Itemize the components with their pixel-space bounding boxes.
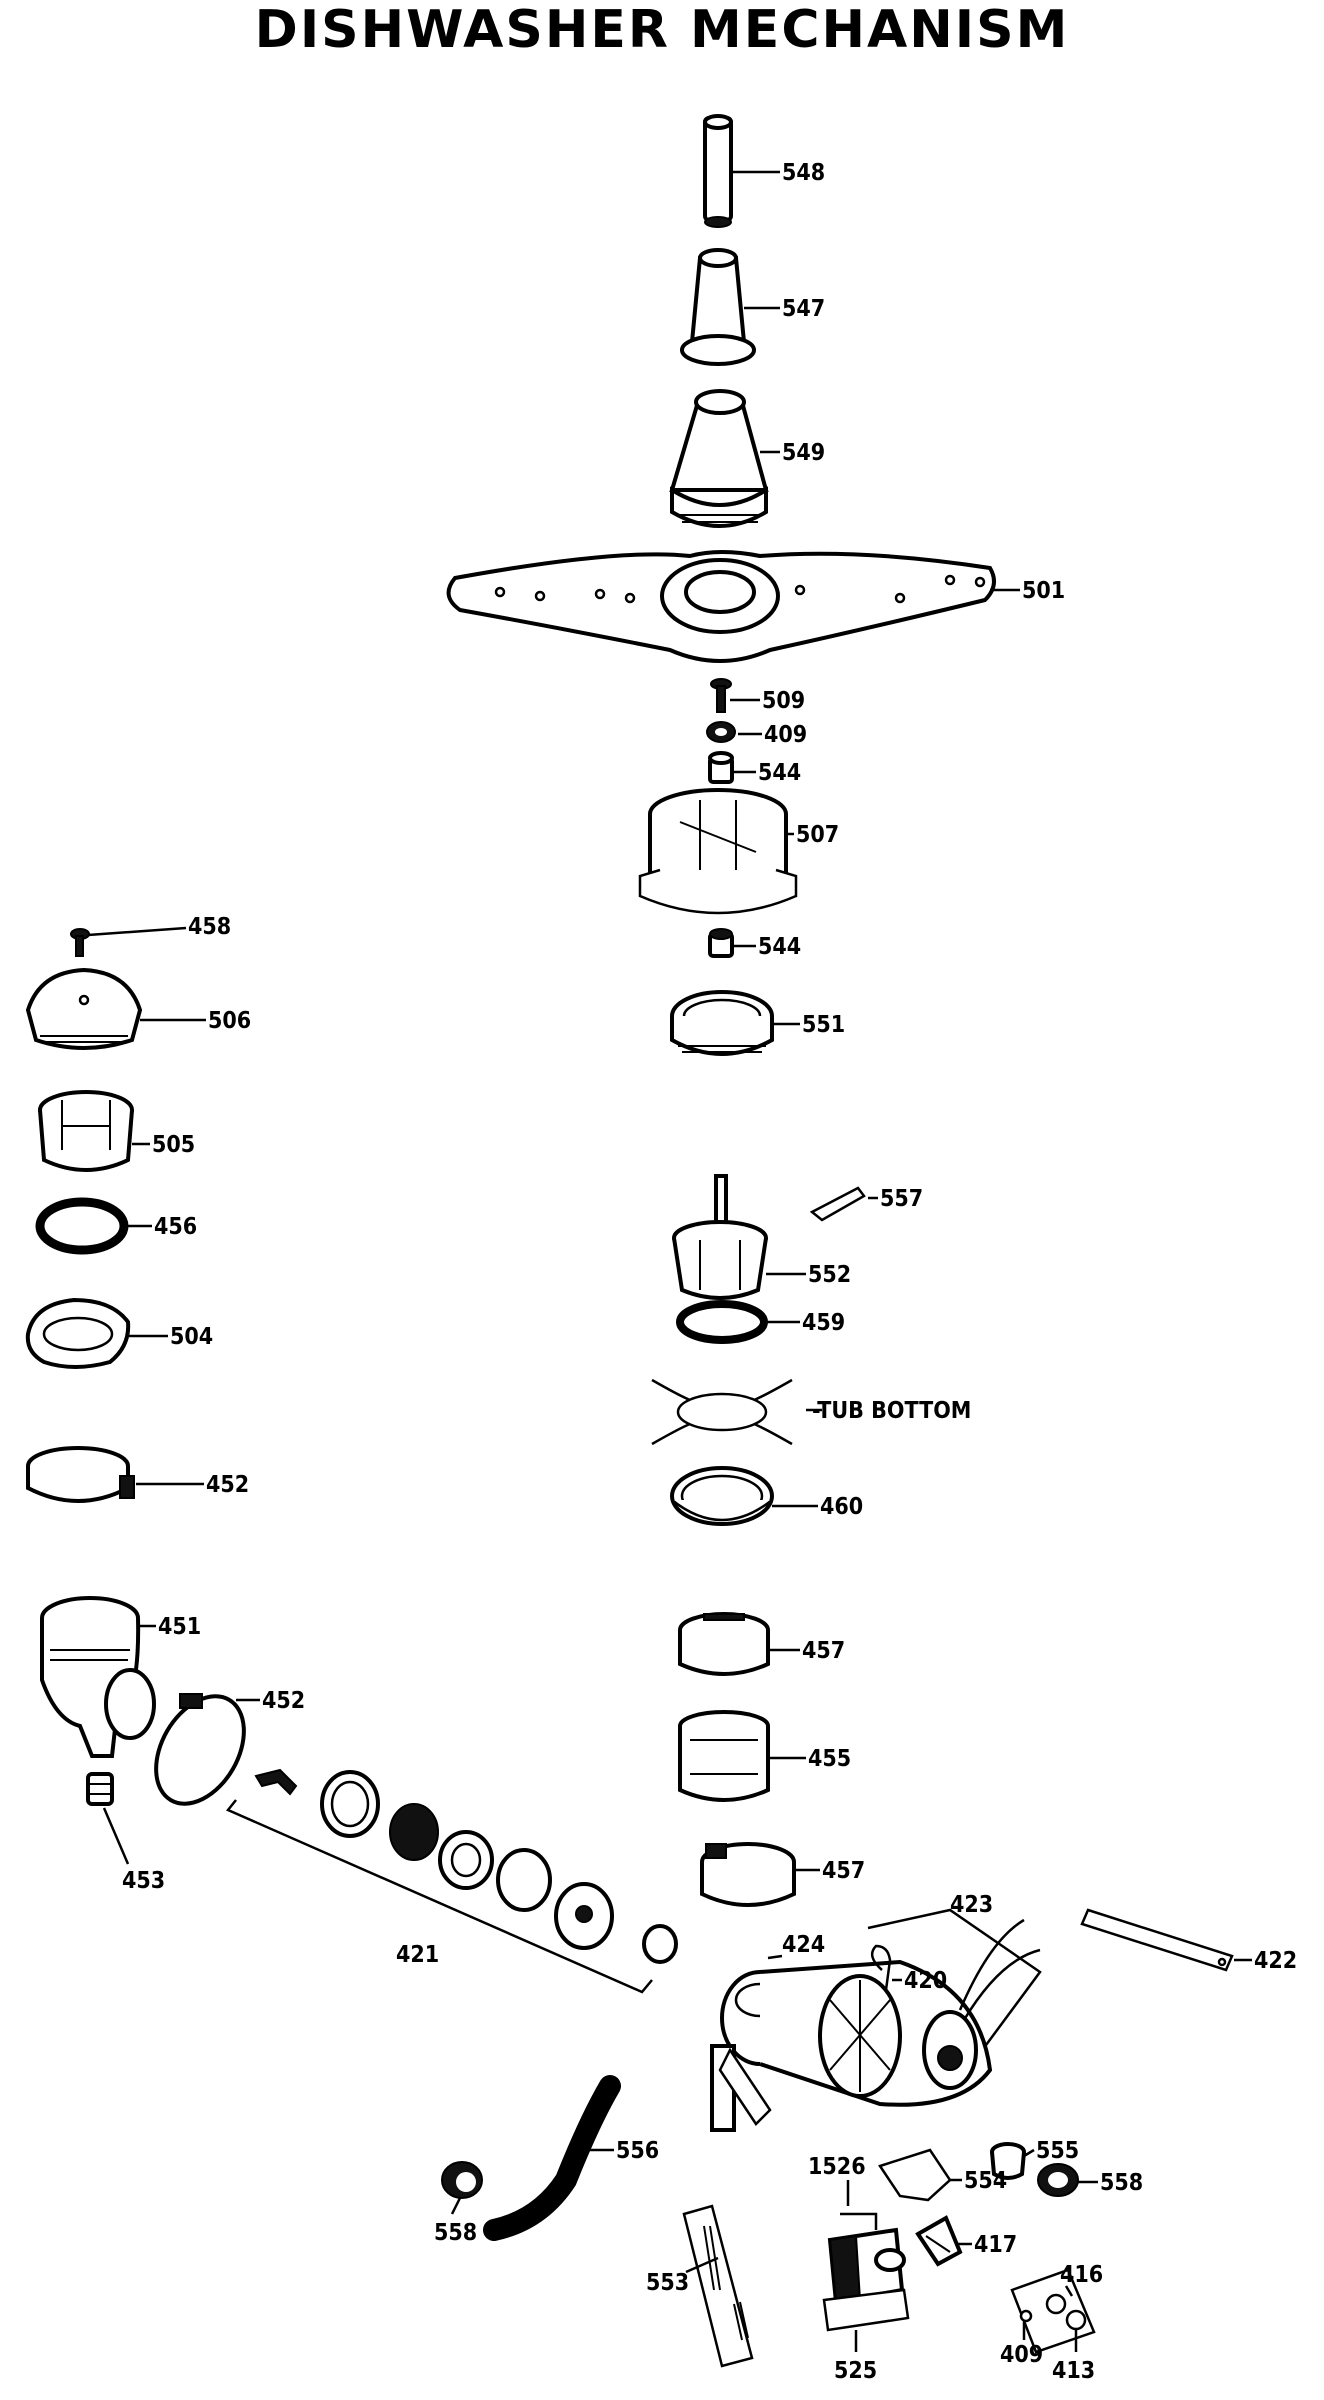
part-423-motor-pump	[710, 1908, 1042, 2132]
part-460-ring	[670, 1466, 774, 1526]
callout-554: 554	[964, 2168, 1007, 2194]
part-417-valve	[915, 2215, 963, 2267]
callout-423: 423	[950, 1892, 993, 1918]
part-509-screw	[710, 678, 732, 713]
part-458-screw	[70, 928, 90, 957]
part-551-ring	[670, 990, 774, 1056]
tub-bottom-outline	[651, 1378, 793, 1446]
part-507-hub	[638, 788, 798, 915]
part-422-strap	[1080, 1908, 1234, 1972]
callout-504: 504	[170, 1324, 213, 1350]
callout-409-washer: 409	[764, 722, 807, 748]
callout-509: 509	[762, 688, 805, 714]
callout-507: 507	[796, 822, 839, 848]
part-453-plug	[86, 1772, 114, 1806]
part-544-bushing-lower	[708, 928, 734, 958]
part-459-ring	[676, 1300, 768, 1344]
part-1526-wire	[840, 2180, 878, 2230]
callout-525: 525	[834, 2358, 877, 2384]
callout-455: 455	[808, 1746, 851, 1772]
callout-1526: 1526	[808, 2154, 866, 2180]
callout-555: 555	[1036, 2138, 1079, 2164]
part-452-clamp-hose	[154, 1693, 246, 1806]
callout-457-upper: 457	[802, 1638, 845, 1664]
part-553-spring-card	[682, 2204, 754, 2368]
part-557-clip	[809, 1186, 866, 1222]
callout-556: 556	[616, 2138, 659, 2164]
callout-416: 416	[1060, 2262, 1103, 2288]
callout-548: 548	[782, 160, 825, 186]
part-452-clamp-upper	[26, 1446, 135, 1503]
part-455-filter	[678, 1710, 770, 1802]
part-420-hook	[870, 1944, 892, 1991]
callout-506: 506	[208, 1008, 251, 1034]
part-525-water-valve	[822, 2227, 910, 2332]
part-457-clamp-lower	[700, 1842, 796, 1907]
callout-458: 458	[188, 914, 231, 940]
part-544-bushing-upper	[708, 751, 734, 784]
part-556-hose	[483, 2075, 621, 2241]
part-416-kit-card	[1010, 2268, 1096, 2354]
callout-456: 456	[154, 1214, 197, 1240]
callout-452-upper: 452	[206, 1472, 249, 1498]
callout-552: 552	[808, 1262, 851, 1288]
part-505-filter-basket	[38, 1090, 134, 1172]
callout-558-right: 558	[1100, 2170, 1143, 2196]
part-456-o-ring	[35, 1197, 129, 1255]
part-506-cap	[25, 967, 143, 1050]
callout-551: 551	[802, 1012, 845, 1038]
part-547-nozzle	[680, 248, 756, 366]
part-558-clamp-right	[1037, 2163, 1079, 2197]
callout-459: 459	[802, 1310, 845, 1336]
callout-451: 451	[158, 1614, 201, 1640]
part-555-cap	[990, 2142, 1026, 2180]
part-548-tube	[703, 114, 733, 228]
callout-409-card: 409	[1000, 2342, 1043, 2368]
callout-422: 422	[1254, 1948, 1297, 1974]
callout-420: 420	[904, 1968, 947, 1994]
callout-549: 549	[782, 440, 825, 466]
page-title: DISHWASHER MECHANISM	[254, 0, 1070, 60]
callout-547: 547	[782, 296, 825, 322]
callout-417: 417	[974, 2232, 1017, 2258]
callout-544-upper: 544	[758, 760, 801, 786]
callout-452-hose: 452	[262, 1688, 305, 1714]
part-504-retaining-ring	[25, 1297, 131, 1369]
callout-557: 557	[880, 1186, 923, 1212]
callout-505: 505	[152, 1132, 195, 1158]
part-451-sump	[40, 1596, 156, 1758]
callout-558-left: 558	[434, 2220, 477, 2246]
callout-424: 424	[782, 1932, 825, 1958]
callout-553: 553	[646, 2270, 689, 2296]
part-554-bracket	[878, 2148, 952, 2202]
callout-tub-bottom: -TUB BOTTOM	[812, 1398, 971, 1424]
callout-460: 460	[820, 1494, 863, 1520]
callout-501: 501	[1022, 578, 1065, 604]
part-549-cone	[669, 389, 769, 528]
part-501-spray-arm	[446, 550, 996, 663]
callout-457-lower: 457	[822, 1858, 865, 1884]
part-457-clamp-upper	[678, 1612, 770, 1676]
callout-413: 413	[1052, 2358, 1095, 2384]
callout-544-lower: 544	[758, 934, 801, 960]
part-421-kit	[226, 1768, 678, 1994]
callout-421: 421	[396, 1942, 439, 1968]
callout-453: 453	[122, 1868, 165, 1894]
part-558-clamp-left	[441, 2161, 483, 2199]
part-552-impeller-housing	[672, 1174, 768, 1300]
part-409-washer	[706, 721, 736, 743]
